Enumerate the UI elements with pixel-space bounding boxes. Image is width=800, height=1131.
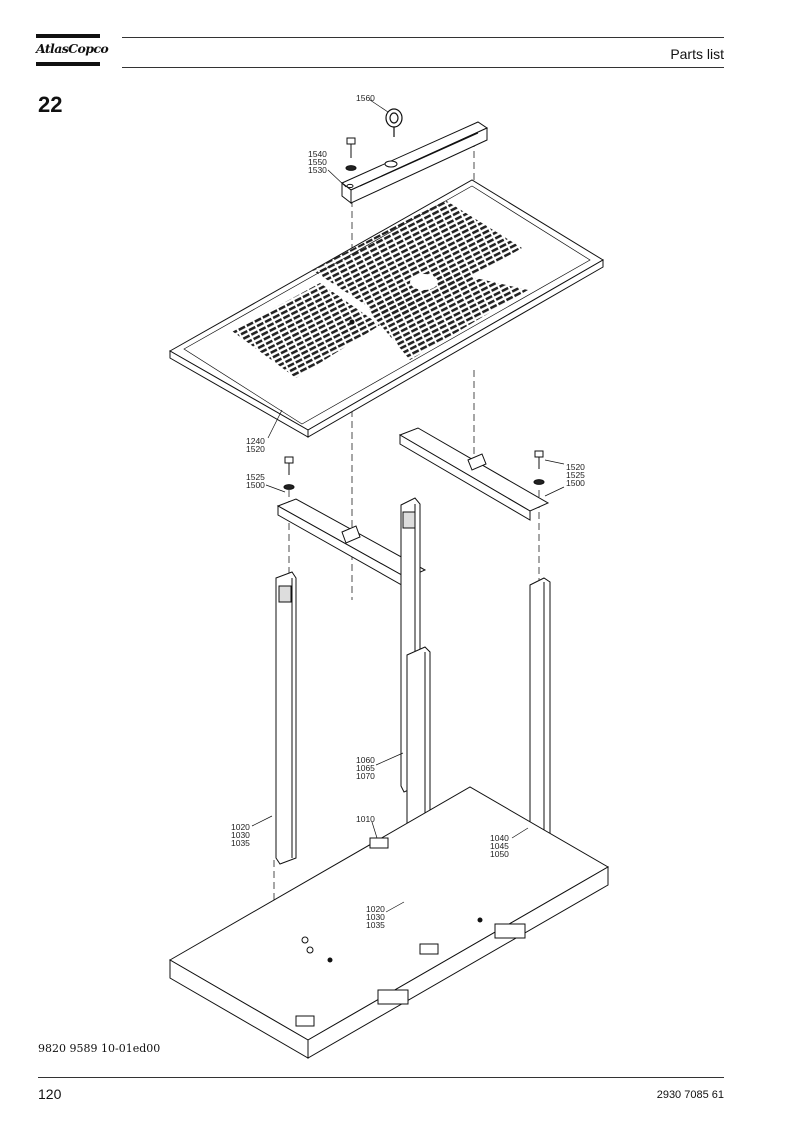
callout-1500-front: 1500: [246, 480, 265, 490]
callout-1045: 1045: [490, 841, 509, 851]
leader-lines: [251, 99, 565, 913]
callout-1240: 1240: [246, 436, 265, 446]
callout-1525-front: 1525: [246, 472, 265, 482]
logo-bottom-bar: [36, 62, 100, 66]
callout-1030-left: 1030: [231, 830, 250, 840]
callout-1065: 1065: [356, 763, 375, 773]
beam-bolts: [283, 450, 545, 490]
callout-1530: 1530: [308, 165, 327, 175]
callout-1030-front: 1030: [366, 912, 385, 922]
callout-1040: 1040: [490, 833, 509, 843]
lifting-beam: [341, 121, 489, 205]
callout-1035-front: 1035: [366, 920, 385, 930]
callout-1035-left: 1035: [231, 838, 250, 848]
page-number: 120: [38, 1086, 62, 1102]
header-rule-bottom: [122, 67, 724, 68]
callout-1560: 1560: [356, 93, 375, 103]
rear-cross-beam: [398, 427, 550, 521]
callout-1525-rear: 1525: [566, 470, 585, 480]
callout-1060: 1060: [356, 755, 375, 765]
callout-1550: 1550: [308, 157, 327, 167]
atlas-copco-logo: AtlasCopco: [36, 34, 109, 68]
document-title: Parts list: [670, 46, 724, 62]
section-number: 22: [38, 92, 63, 117]
callout-1050: 1050: [490, 849, 509, 859]
callout-1520-roof: 1520: [246, 444, 265, 454]
document-number: 2930 7085 61: [656, 1089, 724, 1101]
callout-1520-rear: 1520: [566, 462, 585, 472]
lifting-bolt: [345, 137, 357, 171]
logo-wordmark: AtlasCopco: [36, 41, 109, 56]
callout-1020-front: 1020: [366, 904, 385, 914]
base-frame: [169, 786, 609, 1059]
front-cross-beam: [276, 498, 427, 589]
callout-1020-left: 1020: [231, 822, 250, 832]
callout-1500-rear: 1500: [566, 478, 585, 488]
drawing-reference: 9820 9589 10-01ed00: [38, 1042, 161, 1055]
header-rule-top: [122, 37, 724, 38]
callout-1010: 1010: [356, 814, 375, 824]
callout-1540: 1540: [308, 149, 327, 159]
callout-1070: 1070: [356, 771, 375, 781]
column-left: [275, 571, 297, 865]
eye-bolt: [385, 108, 403, 137]
footer-rule: [38, 1077, 724, 1078]
logo-top-bar: [36, 34, 100, 38]
roof-panel: [168, 179, 604, 438]
